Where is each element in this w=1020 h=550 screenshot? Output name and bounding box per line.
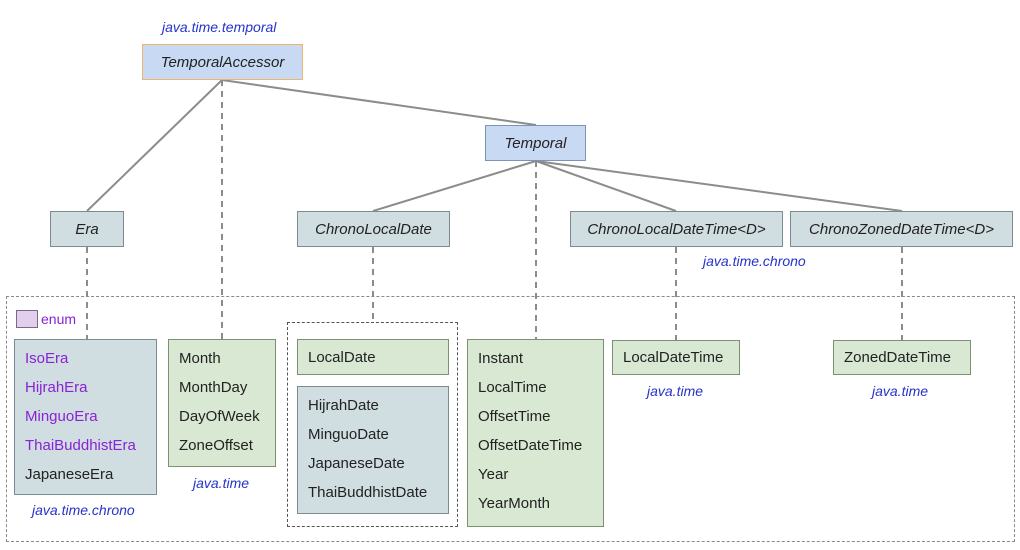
class-thai-buddhist-date: ThaiBuddhistDate bbox=[308, 484, 428, 501]
class-day-of-week: DayOfWeek bbox=[179, 408, 260, 425]
interface-temporal-accessor: TemporalAccessor bbox=[142, 44, 303, 80]
era-classes-box: IsoEra HijrahEra MinguoEra ThaiBuddhistE… bbox=[14, 339, 157, 495]
class-year-month: YearMonth bbox=[478, 495, 550, 512]
class-instant: Instant bbox=[478, 350, 524, 367]
interface-chrono-zoned-date-time: ChronoZonedDateTime<D> bbox=[790, 211, 1013, 247]
class-offset-date-time: OffsetDateTime bbox=[478, 437, 583, 454]
interface-chrono-local-date-time: ChronoLocalDateTime<D> bbox=[570, 211, 783, 247]
class-zoned-date-time: ZonedDateTime bbox=[833, 340, 971, 375]
package-label-time-zoneddatetime: java.time bbox=[872, 383, 929, 399]
package-label-time-month: java.time bbox=[193, 475, 250, 491]
chrono-dates-box: HijrahDate MinguoDate JapaneseDate ThaiB… bbox=[297, 386, 449, 514]
accessor-classes-box: Month MonthDay DayOfWeek ZoneOffset bbox=[168, 339, 276, 467]
class-japanese-date: JapaneseDate bbox=[308, 455, 405, 472]
class-offset-time: OffsetTime bbox=[478, 408, 551, 425]
line-accessor-era bbox=[86, 79, 223, 212]
class-minguo-era: MinguoEra bbox=[25, 408, 98, 425]
temporal-classes-box: Instant LocalTime OffsetTime OffsetDateT… bbox=[467, 339, 604, 527]
class-local-date-time: LocalDateTime bbox=[612, 340, 740, 375]
package-label-time-localdatetime: java.time bbox=[647, 383, 704, 399]
class-month: Month bbox=[179, 350, 221, 367]
chrono-local-date-group bbox=[287, 322, 458, 527]
class-minguo-date: MinguoDate bbox=[308, 426, 389, 443]
package-label-temporal: java.time.temporal bbox=[162, 19, 277, 35]
class-year: Year bbox=[478, 466, 509, 483]
class-thai-buddhist-era: ThaiBuddhistEra bbox=[25, 437, 136, 454]
interface-era: Era bbox=[50, 211, 124, 247]
interface-temporal: Temporal bbox=[485, 125, 586, 161]
class-zone-offset: ZoneOffset bbox=[179, 437, 253, 454]
class-hijrah-date: HijrahDate bbox=[308, 397, 379, 414]
line-temporal-chronolocaldatetime bbox=[535, 160, 677, 212]
class-local-date: LocalDate bbox=[297, 339, 449, 375]
class-japanese-era: JapaneseEra bbox=[25, 466, 114, 483]
enum-legend-swatch bbox=[16, 310, 38, 328]
implementations-region bbox=[6, 296, 1015, 542]
line-temporal-chronozoneddatetime bbox=[535, 160, 903, 212]
class-local-time: LocalTime bbox=[478, 379, 547, 396]
class-iso-era: IsoEra bbox=[25, 350, 69, 367]
line-temporal-chronolocaldate bbox=[372, 160, 537, 212]
class-month-day: MonthDay bbox=[179, 379, 248, 396]
package-label-chrono-bottom: java.time.chrono bbox=[32, 502, 135, 518]
package-label-chrono-top: java.time.chrono bbox=[703, 253, 806, 269]
enum-legend-label: enum bbox=[41, 311, 77, 327]
line-accessor-temporal bbox=[221, 79, 537, 126]
class-hijrah-era: HijrahEra bbox=[25, 379, 88, 396]
interface-chrono-local-date: ChronoLocalDate bbox=[297, 211, 450, 247]
